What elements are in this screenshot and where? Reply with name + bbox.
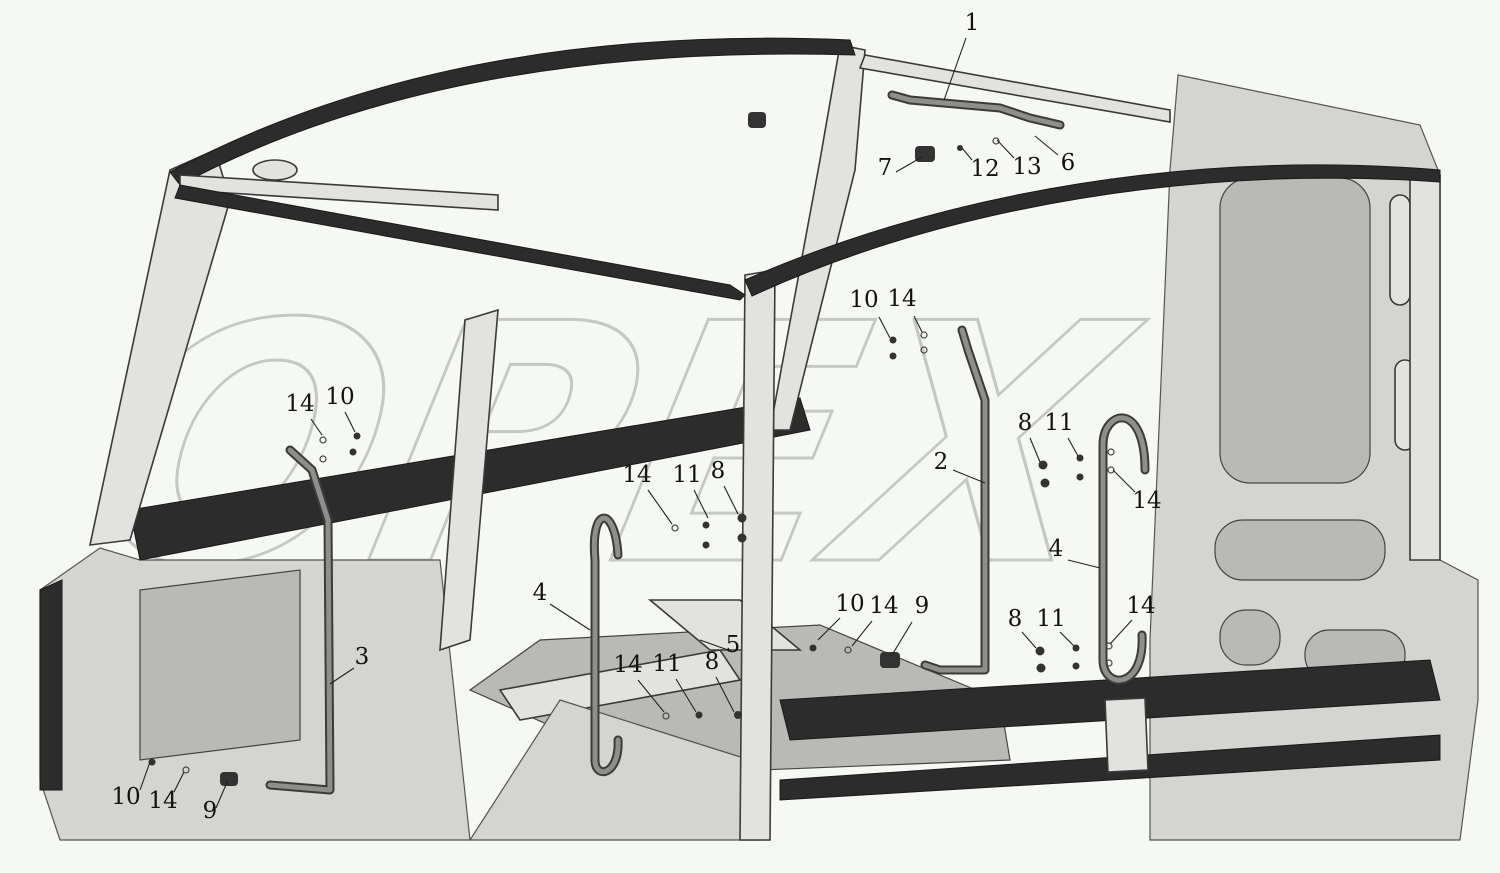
leader-line-c-9a [891,621,913,656]
fasteners [148,331,1115,786]
washer-13 [992,137,1000,145]
leader-line-c-5 [699,639,729,651]
leader-line-c-14a [913,315,923,333]
leader-line-c-8d [715,676,735,713]
rear-roof-bow [744,164,1441,297]
leader-line-c-11d [675,678,697,713]
roof-rail-hole [252,159,298,181]
left-panel-block [139,569,301,761]
leader-line-c-10b [344,411,356,433]
handrail-1-roof [887,90,1065,130]
leader-line-c-8a [1029,437,1041,463]
callout-label-c-5: 5 [726,632,741,658]
callout-label-c-10c: 10 [835,591,864,617]
leader-line-c-3 [329,667,355,685]
front-right-pillar [739,269,776,841]
leader-line-c-11c [1059,631,1075,647]
callout-label-c-14g: 14 [613,652,642,678]
rear-window-opening [1219,177,1371,484]
leader-line-c-10d [139,761,151,791]
callout-label-c-7: 7 [878,155,893,181]
rear-window-slot-upper [1389,194,1411,306]
callout-label-c-10b: 10 [325,384,354,410]
front-roof-bow [169,37,856,186]
callout-label-c-10a: 10 [849,287,878,313]
leader-line-c-1 [943,37,967,101]
callout-label-c-11a: 11 [1044,410,1073,436]
callout-label-c-8c: 8 [1008,606,1023,632]
leader-line-c-14f [1109,619,1133,645]
leader-line-c-14g [637,679,665,713]
leader-line-c-14b [310,418,323,436]
rear-right-pillar [1409,169,1441,561]
callout-label-c-8a: 8 [1018,410,1033,436]
cap-7-rear [748,112,766,128]
callout-label-c-14e: 14 [869,593,898,619]
rear-latch-bracket [1104,697,1149,773]
callout-label-c-1: 1 [965,10,980,36]
callout-label-c-12: 12 [970,156,999,182]
callout-label-c-9a: 9 [915,593,930,619]
callout-label-c-11c: 11 [1036,606,1065,632]
callout-label-c-14f: 14 [1126,593,1155,619]
leader-line-c-8c [1021,631,1037,649]
left-side-edge [39,579,63,791]
center-pillar [769,44,866,431]
leader-line-c-8b [723,485,739,515]
rear-wall-cutout-a [1214,519,1386,581]
handrail-4-center [589,513,623,776]
callout-label-c-4a: 4 [1049,536,1064,562]
leader-line-c-11a [1067,437,1079,457]
handrail-3-left [265,445,335,795]
rear-wall-cutout-b [1219,609,1281,666]
leader-line-c-14d [647,489,673,525]
callout-label-c-9b: 9 [203,798,218,824]
windshield-top-rail [174,184,746,301]
leader-line-c-9b [215,779,229,809]
leader-line-c-14e [851,620,873,647]
leader-line-c-4a [1067,559,1101,569]
leader-line-c-2 [952,469,986,484]
callout-label-c-2: 2 [934,449,949,475]
leader-line-c-12 [961,147,973,161]
callout-label-c-14h: 14 [148,788,177,814]
screw-12 [957,145,963,151]
leader-line-c-14h [173,771,185,793]
callout-label-c-8d: 8 [705,649,720,675]
left-b-pillar [439,308,499,652]
leader-line-c-10c [817,617,841,641]
callout-label-c-13: 13 [1012,154,1041,180]
callout-label-c-4b: 4 [533,580,548,606]
callout-label-c-14d: 14 [622,462,651,488]
leader-line-c-13 [996,139,1015,159]
leader-line-c-10a [878,316,891,339]
callout-label-c-3: 3 [355,644,370,670]
callout-label-c-14b: 14 [285,391,314,417]
callout-label-c-8b: 8 [711,458,726,484]
callout-label-c-11d: 11 [652,651,681,677]
callout-label-c-11b: 11 [672,462,701,488]
leader-line-c-14c [1112,469,1136,493]
right-roof-rail [858,54,1171,123]
callout-label-c-6: 6 [1061,150,1076,176]
leader-line-c-11b [693,489,709,519]
handrail-2-right [920,325,990,675]
handrail-4-rear [1098,413,1150,685]
leader-line-c-6 [1034,135,1059,156]
leader-line-c-4b [549,603,591,631]
callout-label-c-14c: 14 [1132,488,1161,514]
callout-label-c-14a: 14 [887,286,916,312]
callout-label-c-10d: 10 [111,784,140,810]
leader-line-c-7 [895,156,923,173]
